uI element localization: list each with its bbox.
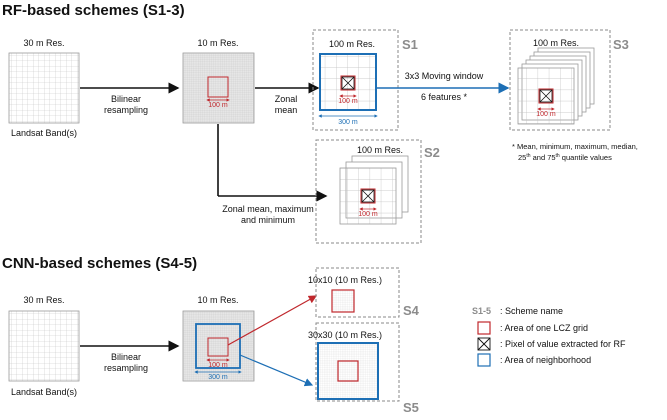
- s4-tag: S4: [403, 303, 420, 318]
- bilinear-label-2: resampling: [104, 105, 148, 115]
- s4-grid: [331, 289, 355, 313]
- landsat-caption: Landsat Band(s): [11, 128, 77, 138]
- legend-lcz-desc: : Area of one LCZ grid: [500, 323, 588, 333]
- to-s4-arrow: [227, 295, 318, 346]
- zonal-mean-label-1: Zonal: [275, 94, 298, 104]
- s5-tag: S5: [403, 400, 419, 415]
- to-s5-arrow: [239, 354, 314, 387]
- scale-100m-label-bottom: 100 m: [208, 362, 228, 369]
- s5-grid-label: 30x30 (10 m Res.): [308, 330, 382, 340]
- legend: S1-5 : Scheme name : Area of one LCZ gri…: [472, 306, 626, 367]
- legend-pixel-icon: [477, 337, 491, 351]
- footnote-line-2: 25th and 75th quantile values: [518, 153, 612, 162]
- s1-panel: [312, 29, 399, 131]
- scale-100m-label: 100 m: [208, 102, 228, 109]
- features-label: 6 features *: [421, 92, 468, 102]
- lcz-grid-box-bottom: [207, 337, 229, 357]
- bilinear-label-1-bottom: Bilinear: [111, 352, 141, 362]
- s5-grid: [317, 342, 379, 400]
- s2-lcz-box: [360, 188, 376, 204]
- resampled-res-label-bottom: 10 m Res.: [197, 295, 238, 305]
- landsat-res-label-bottom: 30 m Res.: [23, 295, 64, 305]
- moving-window-label: 3x3 Moving window: [405, 71, 484, 81]
- s3-panel: [509, 29, 611, 131]
- s3-tag: S3: [613, 37, 629, 52]
- legend-pixel-cross-b: [477, 337, 491, 351]
- s3-res-label: 100 m Res.: [533, 38, 579, 48]
- s1-res-label: 100 m Res.: [329, 39, 375, 49]
- s2-panel: [315, 139, 422, 244]
- s2-res-label: 100 m Res.: [357, 145, 403, 155]
- s4-grid-label: 10x10 (10 m Res.): [308, 275, 382, 285]
- legend-neighborhood-swatch: [477, 353, 491, 367]
- s1-scale-300m-label: 300 m: [338, 119, 358, 126]
- footnote-line-1: * Mean, minimum, maximum, median,: [512, 142, 638, 151]
- s3-pixel-cross-b: [539, 89, 553, 103]
- s1-neighborhood: [319, 53, 377, 111]
- s2-scale-100m-label: 100 m: [358, 211, 378, 218]
- zonal-mmm-label-1: Zonal mean, maximum: [222, 204, 314, 214]
- bilinear-label-2-bottom: resampling: [104, 363, 148, 373]
- s5-lcz-box: [337, 360, 359, 382]
- bilinear-label-1: Bilinear: [111, 94, 141, 104]
- legend-pixel-desc: : Pixel of value extracted for RF: [500, 339, 626, 349]
- s1-pixel-icon: [341, 76, 355, 90]
- landsat-res-label: 30 m Res.: [23, 38, 64, 48]
- s1-pixel-cross-b: [341, 76, 355, 90]
- zonal-mean-label-2: mean: [275, 105, 298, 115]
- landsat-grid: [8, 52, 80, 124]
- s1-lcz-box: [340, 75, 356, 91]
- s2-tag: S2: [424, 145, 440, 160]
- s1-grid: [319, 53, 377, 111]
- s3-pixel-icon: [539, 89, 553, 103]
- resampled-grid-bottom: [183, 311, 254, 381]
- neighborhood-box-bottom: [195, 323, 241, 369]
- rf-heading: RF-based schemes (S1-3): [2, 2, 185, 19]
- s2-pixel-icon: [361, 189, 375, 203]
- legend-lcz-swatch: [477, 321, 491, 335]
- s3-stack: [517, 47, 595, 125]
- s1-scale-100m-label: 100 m: [338, 98, 358, 105]
- legend-neighborhood-desc: : Area of neighborhood: [500, 355, 591, 365]
- s2-pixel-cross-b: [361, 189, 375, 203]
- s5-panel: [315, 322, 400, 402]
- legend-scheme-key: S1-5: [472, 306, 491, 316]
- s3-scale-100m-label: 100 m: [536, 111, 556, 118]
- resampled-grid: [183, 53, 254, 123]
- zonal-mmm-label-2: and minimum: [241, 215, 295, 225]
- cnn-heading: CNN-based schemes (S4-5): [2, 255, 197, 272]
- lcz-grid-box: [207, 76, 229, 98]
- legend-scheme-desc: : Scheme name: [500, 306, 563, 316]
- landsat-caption-bottom: Landsat Band(s): [11, 387, 77, 397]
- resampled-res-label: 10 m Res.: [197, 38, 238, 48]
- s3-lcz-box: [538, 88, 554, 104]
- s4-panel: [315, 267, 400, 318]
- s1-tag: S1: [402, 37, 418, 52]
- landsat-grid-bottom: [8, 310, 80, 382]
- scale-300m-label-bottom: 300 m: [208, 374, 228, 381]
